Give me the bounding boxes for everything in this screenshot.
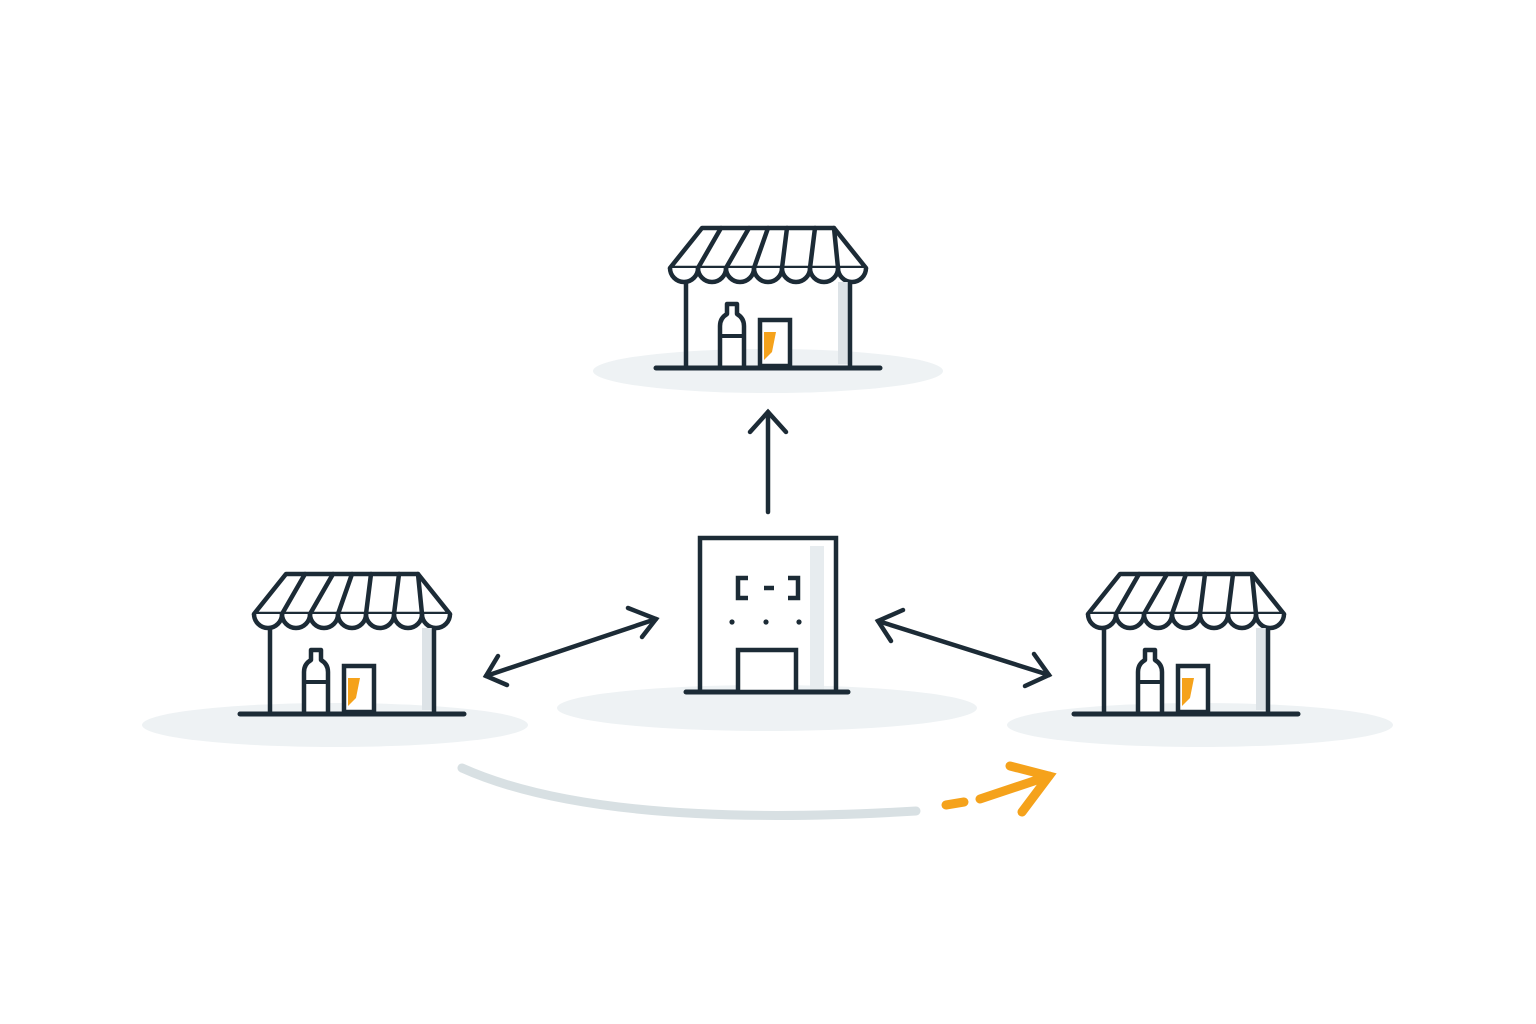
store-right	[1074, 574, 1298, 714]
store-left-shadow	[142, 703, 528, 747]
arrow-center-to-left	[482, 605, 660, 688]
orange-arrow-icon	[941, 761, 1057, 817]
store-top-shadow	[593, 349, 943, 393]
warehouse-center-shadow	[557, 685, 977, 731]
curved-trail	[457, 763, 921, 820]
store-top	[656, 228, 880, 368]
arrow-center-to-top	[747, 408, 789, 515]
arrow-center-to-right	[874, 607, 1053, 689]
warehouse-center	[683, 535, 851, 695]
store-left	[240, 574, 464, 714]
